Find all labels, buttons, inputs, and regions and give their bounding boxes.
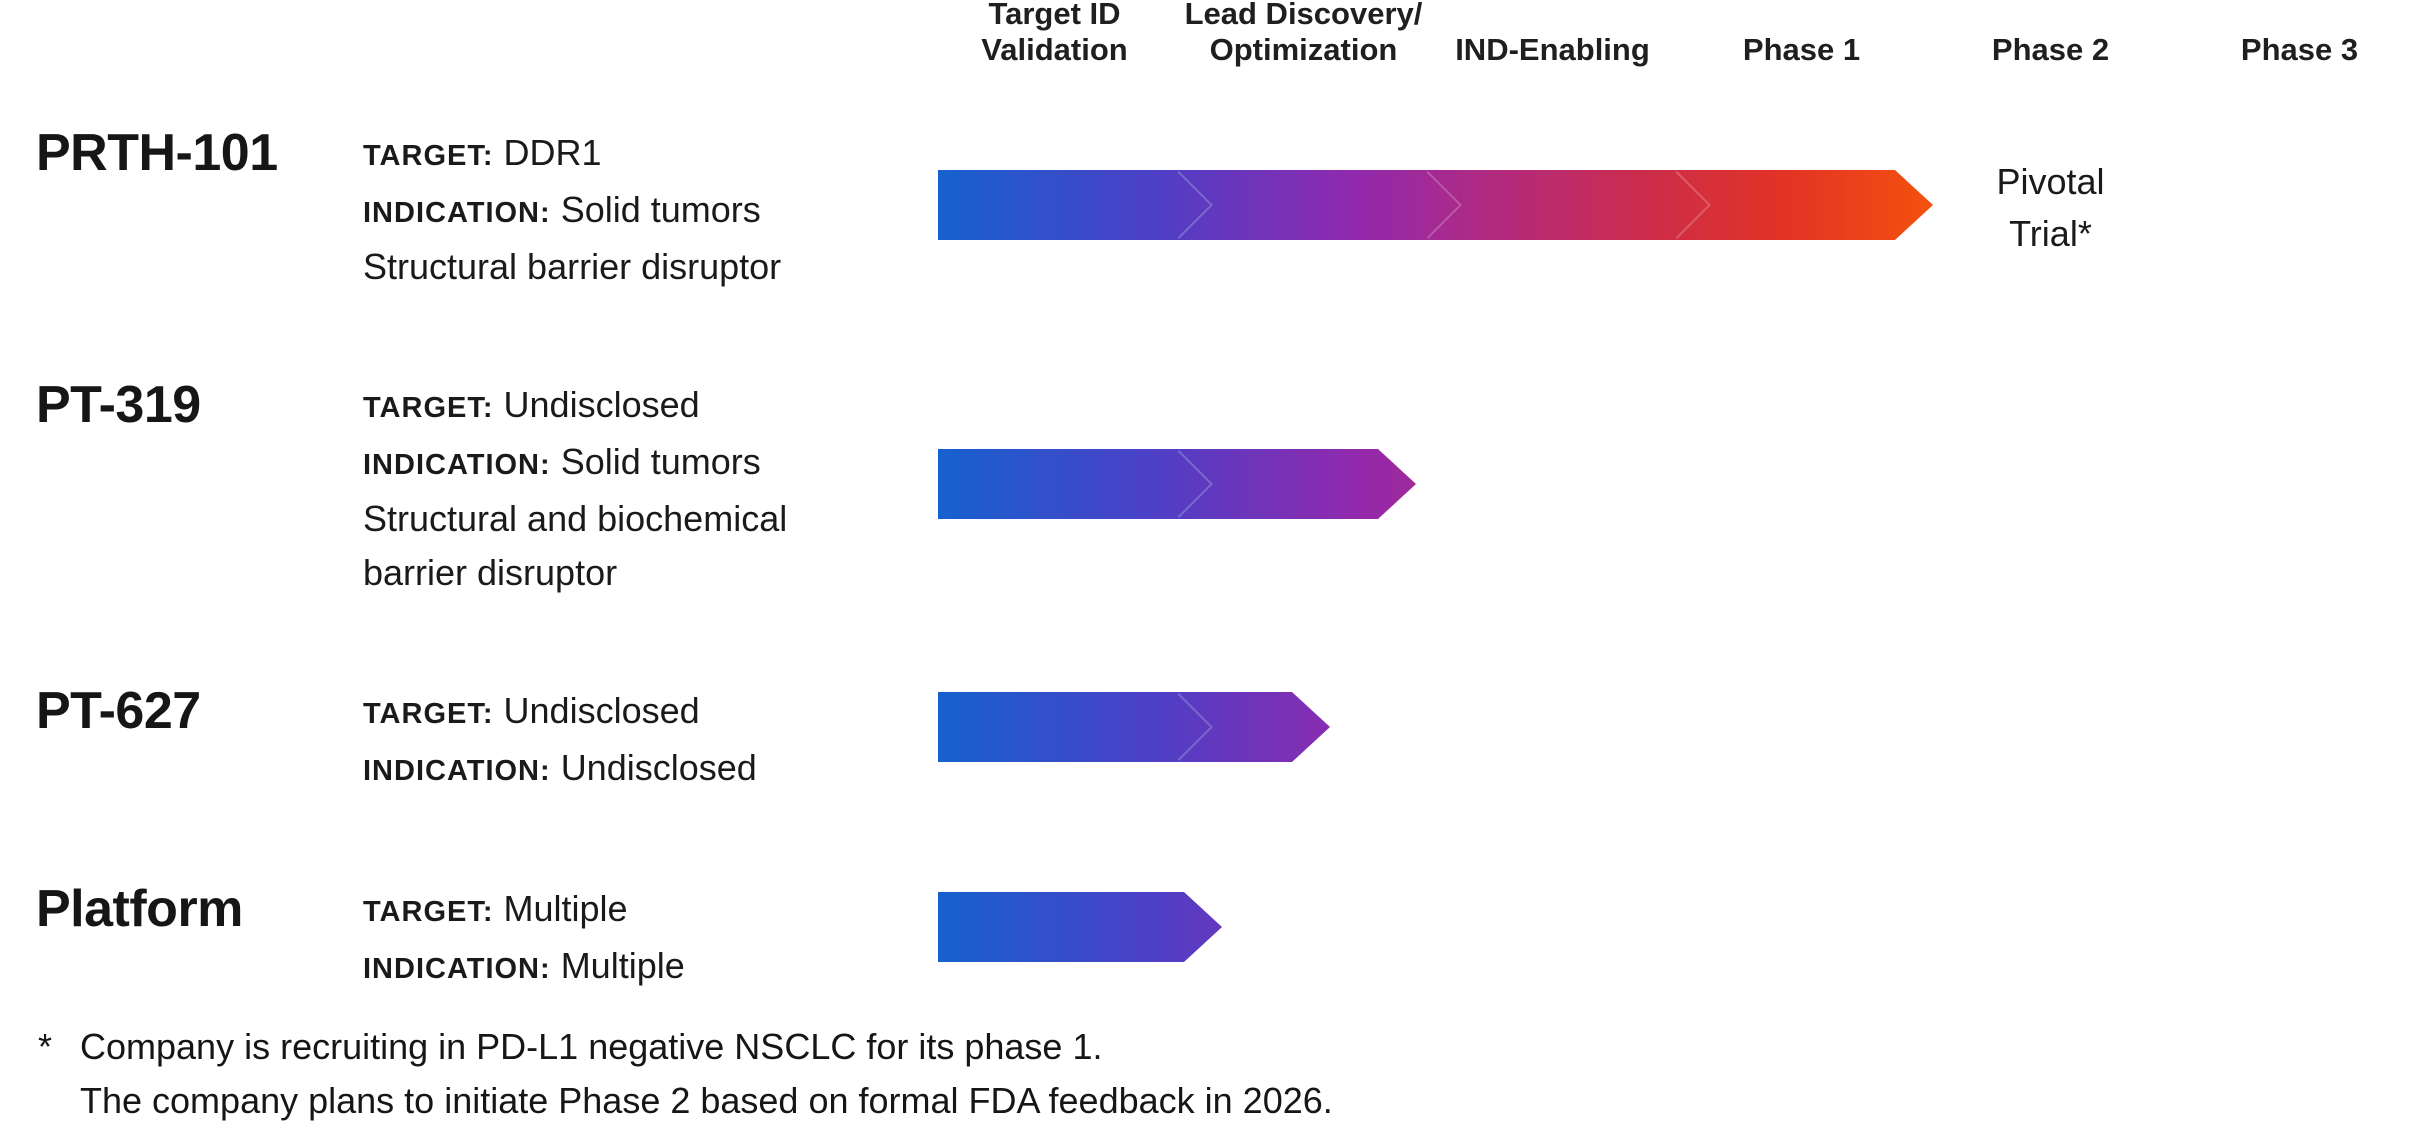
column-header-phase-1: Phase 1 bbox=[1742, 32, 1861, 67]
stage-divider-chevron bbox=[1145, 693, 1213, 761]
footnote-asterisk: * bbox=[38, 1026, 53, 1067]
pipeline-arrow-pt-627 bbox=[938, 692, 1330, 762]
program-name-prth-101: PRTH-101 bbox=[36, 124, 278, 182]
target-line: TARGET: Multiple bbox=[363, 882, 923, 939]
program-details: TARGET: Multiple INDICATION: Multiple bbox=[363, 882, 923, 996]
target-line: TARGET: Undisclosed bbox=[363, 684, 923, 741]
indication-line: INDICATION: Solid tumors bbox=[363, 435, 923, 492]
indication-value: Solid tumors bbox=[560, 441, 761, 482]
indication-value: Solid tumors bbox=[560, 189, 761, 230]
program-details: TARGET: Undisclosed INDICATION: Undisclo… bbox=[363, 684, 923, 798]
column-header-phase-3: Phase 3 bbox=[2240, 32, 2359, 67]
program-details: TARGET: DDR1 INDICATION: Solid tumors St… bbox=[363, 126, 923, 294]
indication-label: INDICATION: bbox=[363, 755, 551, 787]
column-header-phase-2: Phase 2 bbox=[1991, 32, 2110, 67]
target-value: DDR1 bbox=[503, 132, 602, 173]
indication-label: INDICATION: bbox=[363, 953, 551, 985]
indication-line: INDICATION: Undisclosed bbox=[363, 741, 923, 798]
pivotal-trial-label: Pivotal Trial* bbox=[1996, 161, 2105, 254]
indication-value: Undisclosed bbox=[560, 747, 757, 788]
stage-divider-chevron bbox=[1394, 171, 1462, 239]
footnote-text-2: The company plans to initiate Phase 2 ba… bbox=[80, 1080, 1333, 1121]
program-name-pt-319: PT-319 bbox=[36, 376, 201, 434]
stage-divider-chevron bbox=[1145, 171, 1213, 239]
column-header-lead-discovery-optimization: Lead Discovery/ Optimization bbox=[1184, 0, 1423, 67]
target-value: Undisclosed bbox=[503, 690, 700, 731]
target-value: Undisclosed bbox=[503, 384, 700, 425]
target-label: TARGET: bbox=[363, 698, 494, 730]
footnote-line-2: The company plans to initiate Phase 2 ba… bbox=[38, 1074, 1333, 1128]
program-details: TARGET: Undisclosed INDICATION: Solid tu… bbox=[363, 378, 923, 600]
indication-label: INDICATION: bbox=[363, 197, 551, 229]
program-description: Structural and biochemical barrier disru… bbox=[363, 498, 788, 593]
program-description: Structural barrier disruptor bbox=[363, 246, 782, 287]
footnote-line-1: * Company is recruiting in PD-L1 negative… bbox=[38, 1020, 1333, 1074]
indication-value: Multiple bbox=[560, 945, 685, 986]
target-label: TARGET: bbox=[363, 896, 494, 928]
footnote: * Company is recruiting in PD-L1 negative… bbox=[38, 1020, 1333, 1128]
target-line: TARGET: DDR1 bbox=[363, 126, 923, 183]
target-label: TARGET: bbox=[363, 392, 494, 424]
stage-divider-chevron bbox=[1145, 450, 1213, 518]
pipeline-arrow-prth-101 bbox=[938, 170, 1933, 240]
pipeline-arrow-pt-319 bbox=[938, 449, 1416, 519]
footnote-text-1: Company is recruiting in PD-L1 negative … bbox=[80, 1026, 1103, 1067]
column-header-target-id-validation: Target ID Validation bbox=[981, 0, 1128, 67]
target-line: TARGET: Undisclosed bbox=[363, 378, 923, 435]
pipeline-arrow-platform bbox=[938, 892, 1222, 962]
indication-label: INDICATION: bbox=[363, 449, 551, 481]
target-value: Multiple bbox=[503, 888, 628, 929]
indication-line: INDICATION: Multiple bbox=[363, 939, 923, 996]
program-name-platform: Platform bbox=[36, 880, 243, 938]
stage-divider-chevron bbox=[1643, 171, 1711, 239]
column-header-ind-enabling: IND-Enabling bbox=[1455, 32, 1650, 67]
indication-line: INDICATION: Solid tumors bbox=[363, 183, 923, 240]
target-label: TARGET: bbox=[363, 140, 494, 172]
program-name-pt-627: PT-627 bbox=[36, 682, 201, 740]
